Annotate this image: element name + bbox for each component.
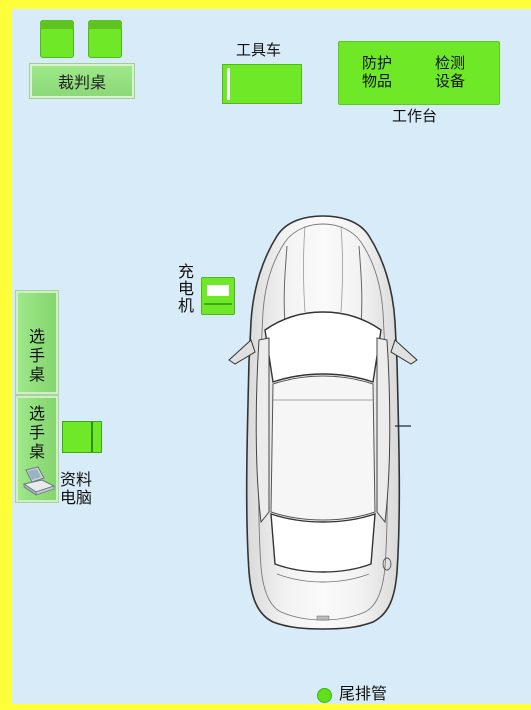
charger-screen bbox=[207, 285, 229, 296]
exhaust-pipe-marker[interactable] bbox=[317, 688, 332, 703]
judge-chair-right[interactable] bbox=[88, 20, 122, 58]
tool-cart[interactable] bbox=[222, 64, 302, 104]
player-desk-upper[interactable]: 选 手 桌 bbox=[16, 291, 58, 394]
judge-desk-label: 裁判桌 bbox=[57, 73, 106, 92]
judge-desk[interactable]: 裁判桌 bbox=[30, 64, 134, 98]
data-computer-desk[interactable] bbox=[62, 421, 102, 453]
charger-label: 充 电 机 bbox=[178, 262, 195, 315]
data-computer-label: 资料 电脑 bbox=[60, 470, 93, 507]
player-desk-lower-label: 选 手 桌 bbox=[28, 404, 45, 461]
computer-icon[interactable] bbox=[22, 466, 56, 496]
player-desk-upper-label: 选 手 桌 bbox=[28, 327, 45, 384]
exhaust-pipe-label: 尾排管 bbox=[339, 684, 388, 703]
workbench-label: 工作台 bbox=[392, 107, 438, 125]
charger-divider bbox=[204, 303, 232, 305]
car-topview-icon[interactable] bbox=[225, 212, 420, 632]
judge-chair-left[interactable] bbox=[40, 20, 74, 58]
workbench-detect-label: 检测 设备 bbox=[435, 54, 466, 90]
tool-cart-label: 工具车 bbox=[236, 41, 282, 59]
charger[interactable] bbox=[201, 277, 235, 315]
workbench[interactable]: 防护 物品 检测 设备 bbox=[338, 41, 500, 105]
workbench-protect-label: 防护 物品 bbox=[362, 54, 393, 90]
